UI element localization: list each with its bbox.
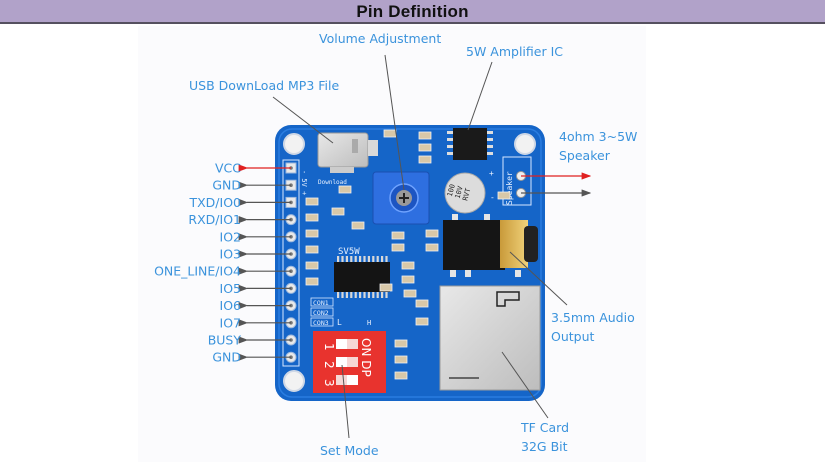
- pin-label: RXD/IO1: [188, 212, 241, 227]
- tf-label-line2: 32G Bit: [521, 439, 568, 454]
- smd-component: [394, 371, 408, 380]
- smd-components: [305, 129, 511, 380]
- volume-label: Volume Adjustment: [319, 31, 441, 46]
- smd-component: [497, 191, 511, 200]
- svg-text:100: 100: [446, 183, 457, 197]
- mp3-module-board: - 5V + Download: [275, 125, 545, 401]
- pin-label: IO6: [220, 298, 242, 313]
- svg-text:+: +: [489, 169, 494, 178]
- page-header: Pin Definition: [0, 0, 825, 24]
- pin-label: GND: [212, 350, 241, 365]
- mounting-hole: [514, 133, 536, 155]
- amplifier-leader-line: [467, 61, 493, 131]
- svg-text:10V: 10V: [454, 185, 465, 200]
- chip-silkscreen: SV5W: [338, 247, 360, 257]
- pin-label: BUSY: [208, 333, 242, 348]
- tf-label-line1: TF Card: [520, 420, 569, 435]
- svg-text:L: L: [337, 318, 342, 327]
- audio-label-line1: 3.5mm Audio: [551, 310, 635, 325]
- smd-component: [415, 317, 429, 326]
- pin-label: IO7: [220, 315, 241, 330]
- smd-component: [394, 355, 408, 364]
- svg-text:RVT: RVT: [461, 187, 472, 202]
- svg-text:3: 3: [322, 379, 336, 387]
- pin-label: VCC: [215, 161, 241, 176]
- smd-component: [305, 261, 319, 270]
- set-mode-leader-line: [341, 364, 350, 439]
- pin-label: GND: [212, 178, 241, 193]
- volume-potentiometer: [372, 171, 430, 225]
- usb-label: USB DownLoad MP3 File: [189, 78, 339, 93]
- smd-component: [418, 155, 432, 164]
- leader-lines: [272, 54, 568, 439]
- smd-component: [383, 129, 397, 138]
- audio-label-line2: Output: [551, 329, 595, 344]
- electrolytic-capacitor: 100 10V RVT: [444, 172, 486, 214]
- audio-leader-line: [509, 251, 568, 306]
- smd-component: [425, 243, 439, 252]
- smd-component: [418, 143, 432, 152]
- dip-switch: 1 2 3 ON DP: [313, 331, 386, 393]
- speaker-label-line2: Speaker: [559, 148, 611, 163]
- smd-component: [391, 243, 405, 252]
- tf-leader-line: [501, 351, 549, 419]
- smd-component: [305, 197, 319, 206]
- smd-component: [415, 299, 429, 308]
- volume-leader-line: [384, 54, 405, 191]
- smd-component: [305, 213, 319, 222]
- svg-text:CON3: CON3: [313, 319, 329, 327]
- dip-switch-3[interactable]: [347, 375, 358, 385]
- smd-component: [401, 275, 415, 284]
- usb-leader-line: [272, 96, 334, 144]
- smd-component: [401, 261, 415, 270]
- smd-component: [331, 207, 345, 216]
- dip-switch-1[interactable]: [336, 339, 347, 349]
- smd-component: [379, 283, 393, 292]
- pin-label: TXD/IO0: [188, 195, 241, 210]
- svg-text:2: 2: [322, 361, 336, 369]
- svg-text:ON DP: ON DP: [359, 338, 373, 377]
- pin-label: IO2: [220, 229, 241, 244]
- smd-component: [418, 131, 432, 140]
- smd-component: [391, 231, 405, 240]
- page-title: Pin Definition: [356, 2, 469, 21]
- svg-text:H: H: [367, 319, 371, 327]
- smd-component: [305, 277, 319, 286]
- pin-label: IO5: [220, 281, 241, 296]
- download-silkscreen: Download: [318, 179, 347, 186]
- smd-component: [338, 185, 352, 194]
- set-mode-label: Set Mode: [320, 443, 379, 458]
- amplifier-ic: [447, 128, 493, 160]
- amplifier-label: 5W Amplifier IC: [466, 44, 563, 59]
- smd-component: [425, 229, 439, 238]
- dip-switch-2[interactable]: [336, 357, 347, 367]
- smd-component: [394, 339, 408, 348]
- con-labels: CON1 CON2 CON3 L H: [310, 297, 371, 327]
- smd-component: [305, 229, 319, 238]
- mounting-hole: [283, 133, 305, 155]
- smd-component: [351, 221, 365, 230]
- audio-jack: [443, 214, 538, 277]
- pin-labels: VCC GND TXD/IO0RXD/IO1IO2IO3ONE_LINE/IO4IO…: [154, 161, 291, 365]
- svg-text:CON2: CON2: [313, 309, 329, 317]
- svg-text:CON1: CON1: [313, 299, 329, 307]
- tf-card-slot: [439, 285, 541, 391]
- smd-component: [305, 245, 319, 254]
- power-silkscreen: - 5V +: [300, 170, 308, 195]
- svg-text:1: 1: [322, 343, 336, 351]
- svg-text:-: -: [490, 193, 495, 202]
- speaker-label-line1: 4ohm 3~5W: [559, 129, 637, 144]
- pin-label: ONE_LINE/IO4: [154, 264, 241, 279]
- speaker-silkscreen: Speaker: [505, 171, 514, 205]
- mounting-hole: [283, 370, 305, 392]
- pin-label: IO3: [220, 247, 241, 262]
- smd-component: [403, 289, 417, 298]
